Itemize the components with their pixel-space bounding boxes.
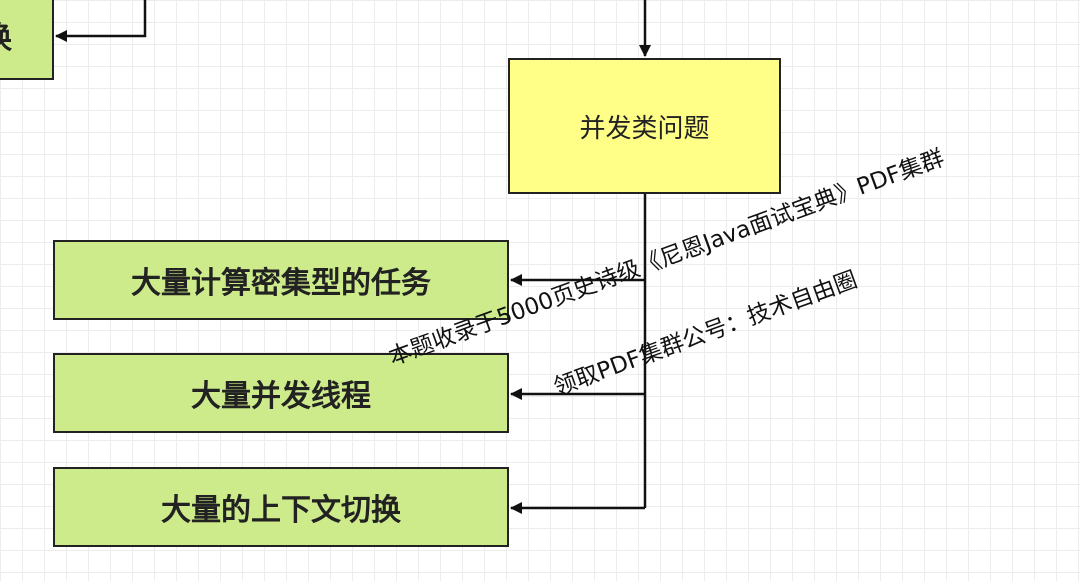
node-label: 换 <box>0 13 12 57</box>
node-context-switching[interactable]: 大量的上下文切换 <box>53 467 509 547</box>
node-label: 大量并发线程 <box>191 379 371 414</box>
node-compute-intensive[interactable]: 大量计算密集型的任务 <box>53 240 509 320</box>
node-label: 大量计算密集型的任务 <box>131 266 431 301</box>
node-concurrent-threads[interactable]: 大量并发线程 <box>53 353 509 433</box>
edge-to-top-left-node <box>55 0 147 42</box>
node-top-left-fragment[interactable]: 换 <box>0 0 54 80</box>
node-label: 大量的上下文切换 <box>161 493 401 528</box>
node-label: 并发类问题 <box>579 113 710 144</box>
node-concurrency-issues[interactable]: 并发类问题 <box>508 58 781 194</box>
